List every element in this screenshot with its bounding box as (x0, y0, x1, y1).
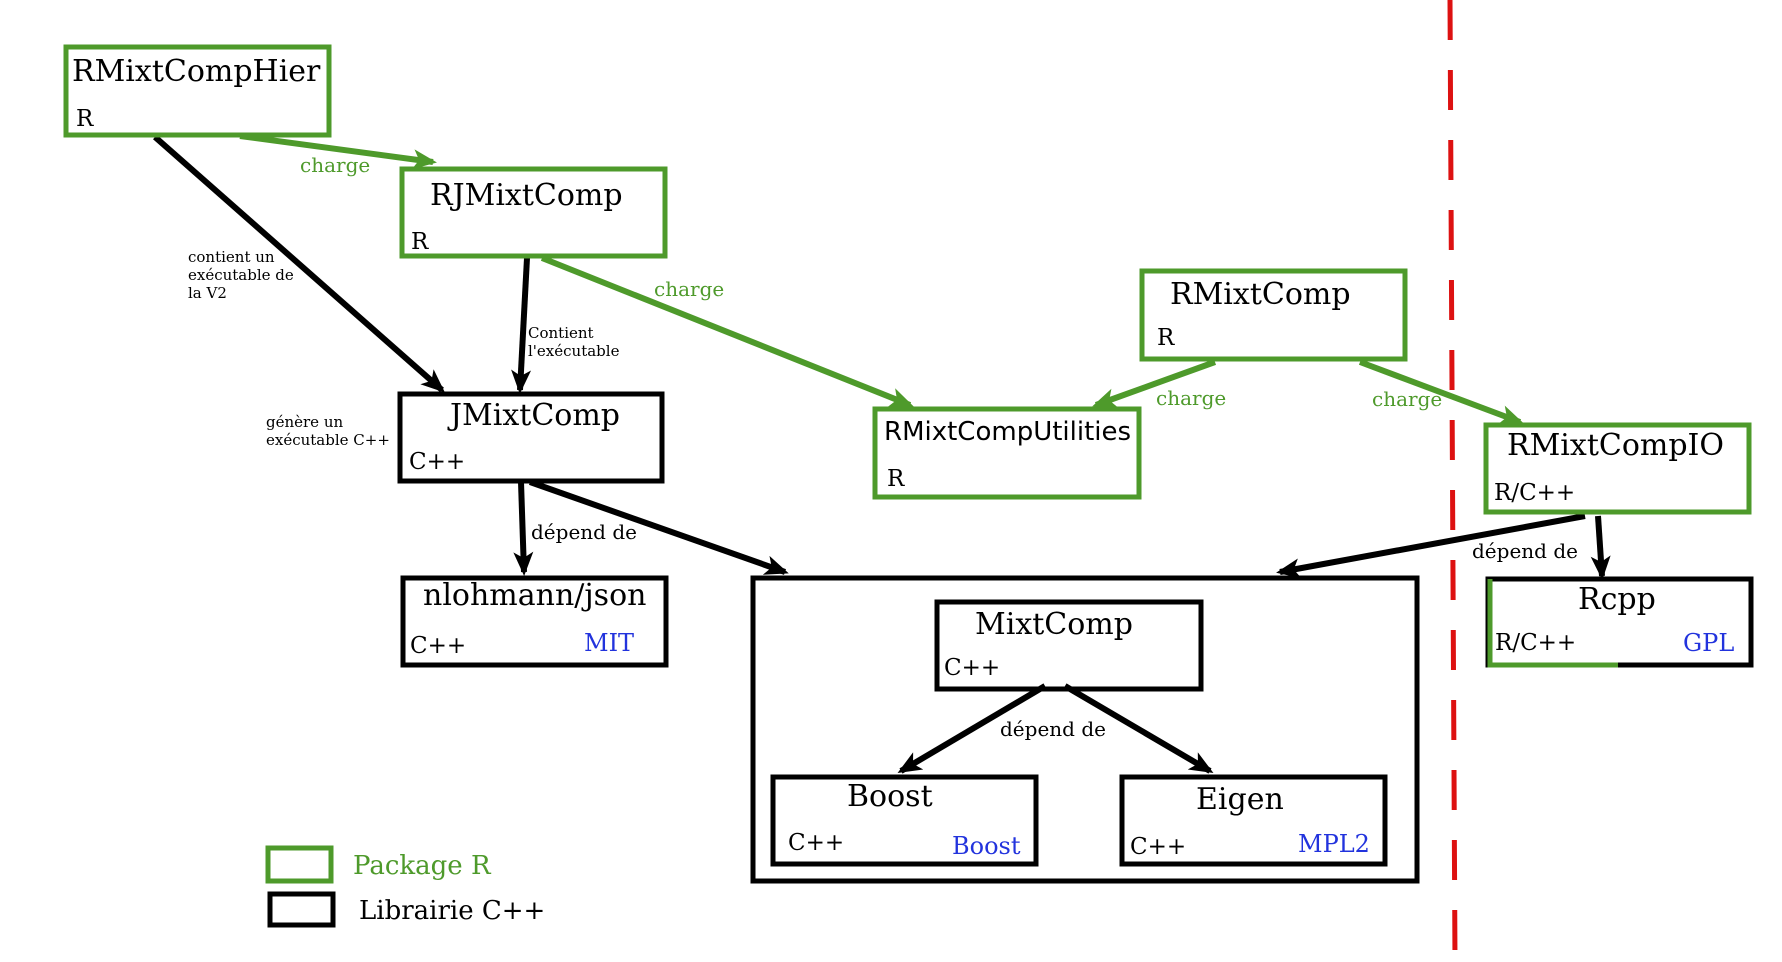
node-mixtcomp-lang: C++ (944, 655, 1000, 681)
node-rcpp: Rcpp R/C++ GPL (1485, 576, 1754, 668)
node-boost: Boost C++ Boost (770, 774, 1039, 867)
legend-label-cpp-library: Librairie C++ (359, 896, 545, 926)
edge-io-rcpp (1590, 515, 1611, 580)
label-rjmixtcomp-utilities: charge (654, 277, 724, 301)
node-rjmixtcomp-name: RJMixtComp (430, 178, 623, 213)
node-rmixtcomp-lang: R (1157, 325, 1175, 351)
node-nlohmann-json-license: MIT (584, 629, 634, 657)
node-rmixtcomphier-name: RMixtCompHier (72, 54, 321, 89)
legend: Package R Librairie C++ (265, 845, 545, 928)
node-rjmixtcomp-lang: R (411, 229, 429, 255)
legend-swatch-r-package (265, 845, 334, 884)
edge-io-container (1276, 513, 1586, 579)
node-rmixtcomp-name: RMixtComp (1170, 277, 1351, 312)
edge-jmixtcomp-container (529, 479, 789, 575)
node-rmixtcompio-lang: R/C++ (1494, 480, 1575, 506)
node-boost-license: Boost (952, 832, 1021, 860)
node-jmixtcomp-name: JMixtComp (447, 398, 620, 433)
node-nlohmann-json-name: nlohmann/json (423, 578, 646, 613)
node-rmixtcompio: RMixtCompIO R/C++ (1483, 422, 1752, 515)
node-rcpp-license: GPL (1683, 629, 1734, 657)
node-rmixtcomputilities-name: RMixtCompUtilities (884, 417, 1131, 447)
node-rmixtcomphier: RMixtCompHier R (63, 44, 332, 138)
edge-labels: charge contient un exécutable de la V2 C… (188, 153, 1578, 741)
legend-swatch-cpp-library (267, 891, 336, 928)
separator-line (1447, 0, 1458, 962)
node-rjmixtcomp: RJMixtComp R (399, 166, 668, 259)
node-boost-lang: C++ (788, 830, 844, 856)
node-rmixtcomputilities: RMixtCompUtilities R (872, 406, 1142, 500)
node-eigen-lang: C++ (1130, 834, 1186, 860)
edge-hier-jmixtcomp (153, 134, 446, 393)
label-mixtcomp-depends: dépend de (1000, 717, 1106, 741)
edge-mixtcomp-boost (897, 683, 1047, 774)
label-rjmixtcomp-jmixtcomp: Contient l'exécutable (528, 324, 620, 360)
node-boost-name: Boost (847, 779, 933, 814)
node-rmixtcomp: RMixtComp R (1139, 268, 1408, 362)
node-eigen: Eigen C++ MPL2 (1119, 774, 1388, 867)
node-jmixtcomp: JMixtComp C++ (397, 391, 665, 484)
label-jmixtcomp-side-note: génère un exécutable C++ (266, 413, 390, 449)
edges (153, 133, 1611, 774)
label-rmixtcomp-utilities: charge (1156, 386, 1226, 410)
edge-rmixtcomp-utilities (1092, 359, 1217, 408)
node-rcpp-lang: R/C++ (1495, 630, 1576, 656)
node-eigen-name: Eigen (1196, 782, 1284, 817)
edge-hier-rjmixtcomp (239, 133, 437, 170)
node-rmixtcomputilities-lang: R (887, 466, 905, 492)
node-rmixtcomphier-lang: R (76, 106, 94, 132)
label-rmixtcomp-io: charge (1372, 387, 1442, 411)
node-jmixtcomp-lang: C++ (409, 449, 465, 475)
label-jmixtcomp-depends: dépend de (531, 520, 637, 544)
node-mixtcomp: MixtComp C++ (934, 599, 1204, 692)
node-rcpp-name: Rcpp (1578, 582, 1656, 617)
legend-label-r-package: Package R (353, 851, 492, 881)
node-eigen-license: MPL2 (1298, 830, 1370, 858)
label-hier-rjmixtcomp: charge (300, 153, 370, 177)
node-nlohmann-json-lang: C++ (410, 633, 466, 659)
edge-rmixtcomp-io (1358, 359, 1524, 425)
node-nlohmann-json: nlohmann/json C++ MIT (400, 575, 669, 668)
node-mixtcomp-name: MixtComp (975, 607, 1133, 642)
edge-rjmixtcomp-utilities (540, 255, 914, 408)
edge-rjmixtcomp-jmixtcomp (511, 257, 532, 394)
node-rmixtcompio-name: RMixtCompIO (1507, 428, 1724, 463)
mixtcomp-bundle-container (750, 575, 1420, 884)
edge-jmixtcomp-nlohmann (513, 481, 534, 576)
label-io-depends: dépend de (1472, 539, 1578, 563)
edge-mixtcomp-eigen (1063, 683, 1214, 774)
label-hier-jmixtcomp: contient un exécutable de la V2 (188, 248, 299, 302)
